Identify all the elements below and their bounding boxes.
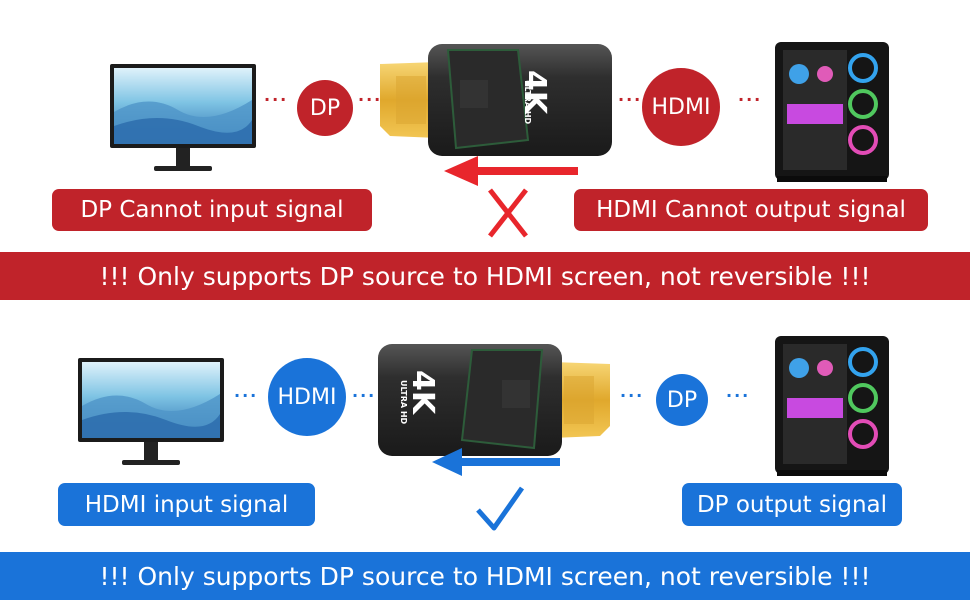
pc-tower-icon [775,42,889,182]
source-circle: HDMI [268,358,346,436]
arrow-left-icon [432,448,560,476]
monitor-icon [78,358,224,465]
checkmark-icon [476,486,525,531]
dp-output-label: DP output signal [682,483,902,526]
connector-dots: ··· [358,90,383,109]
hdmi-cannot-output-label: HDMI Cannot output signal [574,189,928,231]
pc-tower-icon [775,336,889,476]
connector-dots: ··· [738,90,763,109]
adapter-icon [380,44,612,156]
adapter-brand: 4K [405,370,440,415]
adapter-icon [378,344,610,456]
connector-dots: ··· [234,386,259,405]
monitor-icon [110,64,256,171]
connector-dots: ··· [726,386,751,405]
info-banner: !!! Only supports DP source to HDMI scre… [0,552,970,600]
connector-dots: ··· [264,90,289,109]
target-circle: DP [656,374,708,426]
hdmi-input-label: HDMI input signal [58,483,315,526]
source-circle: DP [297,80,353,136]
cross-icon [488,188,528,238]
connector-dots: ··· [618,90,643,109]
adapter-sub: ULTRA HD [523,80,532,125]
connector-dots: ··· [620,386,645,405]
connector-dots: ··· [352,386,377,405]
dp-cannot-input-label: DP Cannot input signal [52,189,372,231]
adapter-sub: ULTRA HD [399,380,408,425]
arrow-left-icon [444,156,578,186]
warning-banner: !!! Only supports DP source to HDMI scre… [0,252,970,300]
target-circle: HDMI [642,68,720,146]
